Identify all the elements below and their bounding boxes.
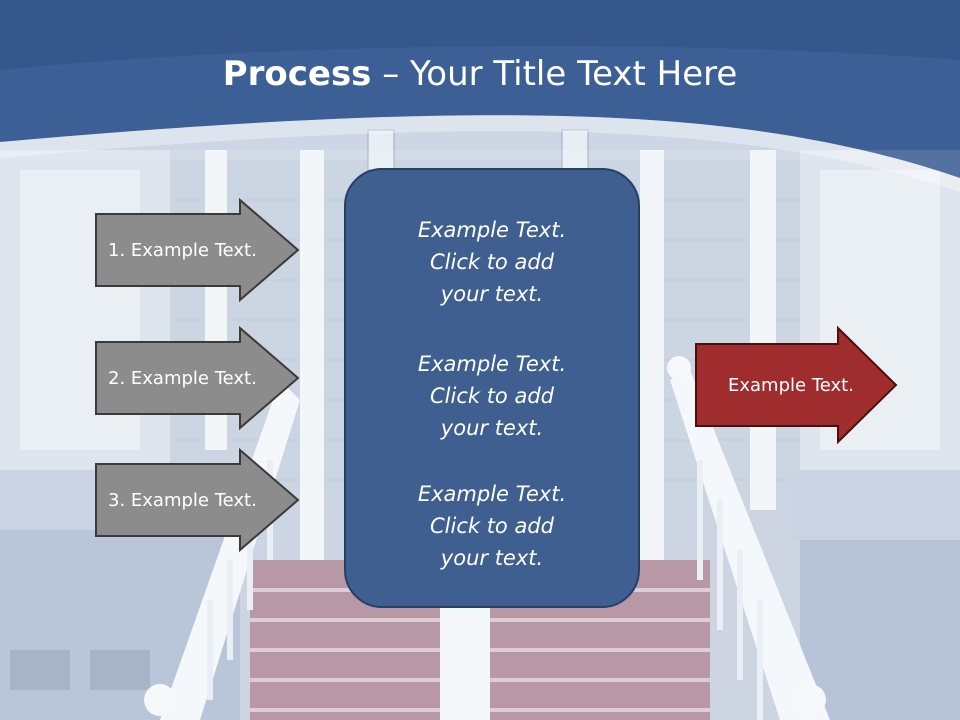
title-rest-text: – Your Title Text Here (371, 54, 738, 94)
step-label-2: 2. Example Text. (108, 367, 257, 389)
center-text-box[interactable]: Example Text. Click to add your text. Ex… (344, 168, 640, 608)
slide-title: Process – Your Title Text Here (0, 52, 960, 96)
step-arrow-3[interactable]: 3. Example Text. (94, 448, 300, 552)
center-line: Example Text. (417, 482, 567, 506)
arrow-shape-icon (95, 448, 300, 552)
step-label-1: 1. Example Text. (108, 239, 257, 261)
center-line: Example Text. (417, 218, 567, 242)
step-arrow-1[interactable]: 1. Example Text. (94, 198, 300, 302)
center-line: Click to add (429, 514, 554, 538)
center-line: your text. (440, 416, 544, 440)
step-arrow-2[interactable]: 2. Example Text. (94, 326, 300, 430)
center-line: Example Text. (417, 352, 567, 376)
center-line: Click to add (429, 250, 554, 274)
center-text-block-1[interactable]: Example Text. Click to add your text. (346, 214, 638, 310)
arrow-shape-icon (95, 198, 300, 302)
output-arrow[interactable]: Example Text. (694, 326, 898, 444)
arrow-shape-icon (695, 326, 898, 444)
output-label: Example Text. (728, 374, 854, 396)
center-text-block-2[interactable]: Example Text. Click to add your text. (346, 348, 638, 444)
center-line: your text. (440, 282, 544, 306)
center-line: your text. (440, 546, 544, 570)
center-text-block-3[interactable]: Example Text. Click to add your text. (346, 478, 638, 574)
title-bold-text: Process (222, 54, 372, 94)
step-label-3: 3. Example Text. (108, 489, 257, 511)
arrow-shape-icon (95, 326, 300, 430)
center-line: Click to add (429, 384, 554, 408)
